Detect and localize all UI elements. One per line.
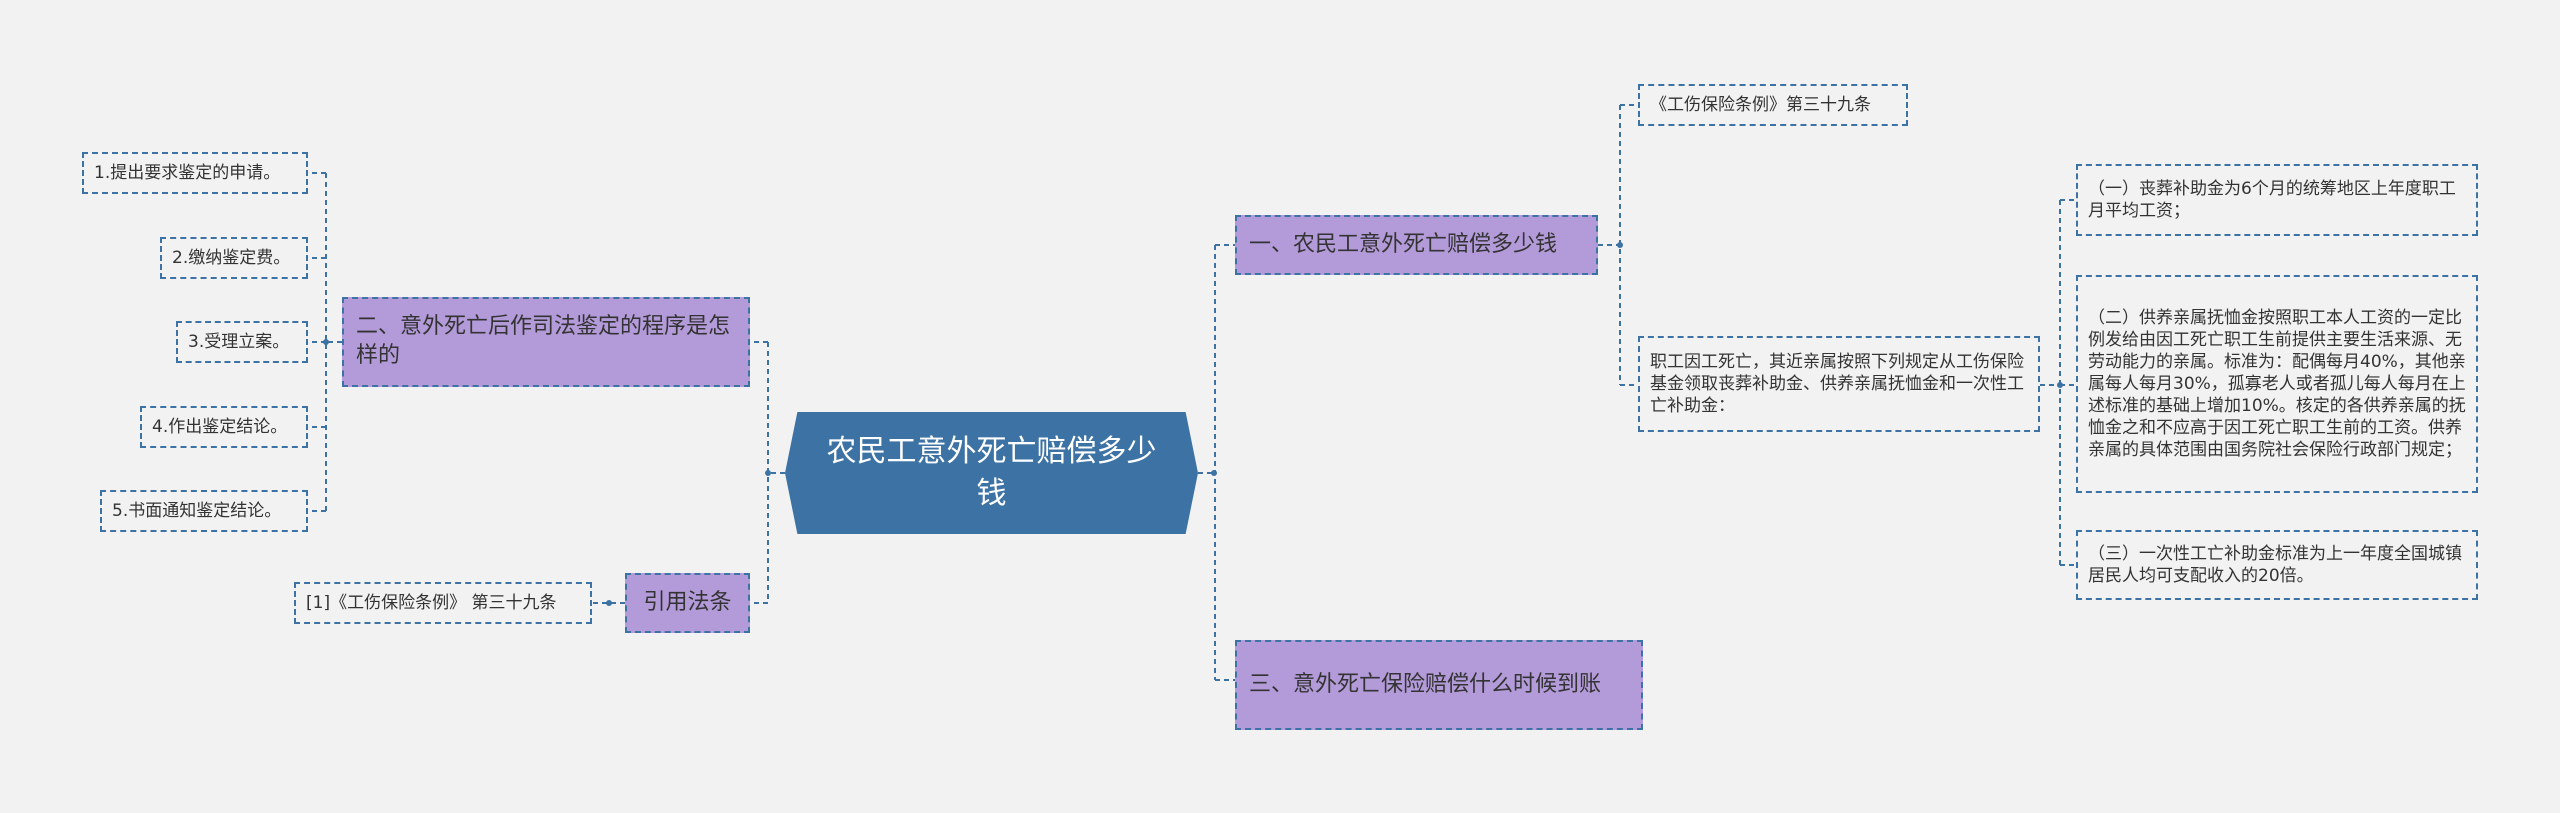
compensation-item-text: （二）供养亲属抚恤金按照职工本人工资的一定比例发给由因工死亡职工生前提供主要生活…	[2088, 307, 2466, 461]
compensation-item-text: （三）一次性工亡补助金标准为上一年度全国城镇居民人均可支配收入的20倍。	[2088, 543, 2462, 586]
branch-compensation-amount-label: 一、农民工意外死亡赔偿多少钱	[1249, 231, 1558, 257]
regulation-reference-label: 《工伤保险条例》第三十九条	[1650, 94, 1871, 115]
step-item-label: 1.提出要求鉴定的申请。	[94, 162, 281, 183]
step-item-label: 3.受理立案。	[188, 331, 290, 352]
step-item-label: 2.缴纳鉴定费。	[172, 247, 291, 268]
branch-payment-timing-label: 三、意外死亡保险赔偿什么时候到账	[1249, 671, 1602, 697]
root-topic[interactable]: 农民工意外死亡赔偿多少钱	[785, 412, 1198, 534]
branch-forensic-procedure[interactable]: 二、意外死亡后作司法鉴定的程序是怎样的	[342, 297, 750, 387]
citation-item[interactable]: [1]《工伤保险条例》 第三十九条	[294, 582, 592, 624]
compensation-item-funeral[interactable]: （一）丧葬补助金为6个月的统筹地区上年度职工月平均工资；	[2076, 164, 2478, 236]
branch-compensation-amount[interactable]: 一、农民工意外死亡赔偿多少钱	[1235, 215, 1598, 275]
step-item-4[interactable]: 4.作出鉴定结论。	[140, 406, 308, 448]
compensation-item-pension[interactable]: （二）供养亲属抚恤金按照职工本人工资的一定比例发给由因工死亡职工生前提供主要生活…	[2076, 275, 2478, 493]
regulation-reference[interactable]: 《工伤保险条例》第三十九条	[1638, 84, 1908, 126]
step-item-label: 4.作出鉴定结论。	[152, 416, 288, 437]
compensation-item-text: （一）丧葬补助金为6个月的统筹地区上年度职工月平均工资；	[2088, 178, 2456, 221]
branch-cited-law-label: 引用法条	[643, 589, 732, 615]
step-item-2[interactable]: 2.缴纳鉴定费。	[160, 237, 308, 279]
citation-item-label: [1]《工伤保险条例》 第三十九条	[306, 592, 557, 613]
step-item-3[interactable]: 3.受理立案。	[176, 321, 308, 363]
root-topic-label: 农民工意外死亡赔偿多少钱	[826, 434, 1157, 511]
step-item-1[interactable]: 1.提出要求鉴定的申请。	[82, 152, 308, 194]
branch-payment-timing[interactable]: 三、意外死亡保险赔偿什么时候到账	[1235, 640, 1643, 730]
compensation-intro[interactable]: 职工因工死亡，其近亲属按照下列规定从工伤保险基金领取丧葬补助金、供养亲属抚恤金和…	[1638, 336, 2040, 432]
step-item-5[interactable]: 5.书面通知鉴定结论。	[100, 490, 308, 532]
compensation-intro-text: 职工因工死亡，其近亲属按照下列规定从工伤保险基金领取丧葬补助金、供养亲属抚恤金和…	[1650, 351, 2024, 417]
compensation-item-lump-sum[interactable]: （三）一次性工亡补助金标准为上一年度全国城镇居民人均可支配收入的20倍。	[2076, 530, 2478, 600]
step-item-label: 5.书面通知鉴定结论。	[112, 500, 282, 521]
branch-forensic-procedure-label: 二、意外死亡后作司法鉴定的程序是怎样的	[356, 314, 731, 368]
branch-cited-law[interactable]: 引用法条	[625, 573, 750, 633]
